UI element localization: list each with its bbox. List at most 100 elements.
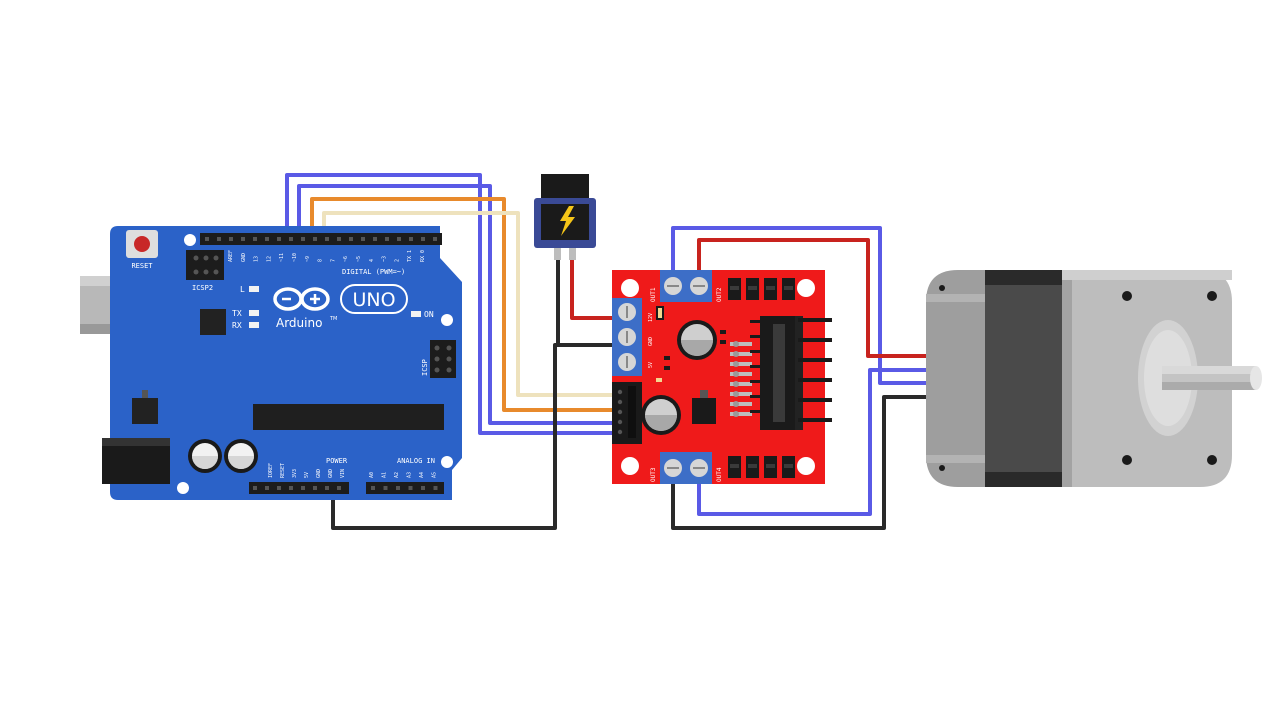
digital-pin-label: AREF: [228, 250, 234, 262]
out1-label: OUT1: [650, 287, 657, 302]
chip-leg: [750, 320, 762, 323]
l298n-motor-driver: OUT1 OUT2 OUT3 OUT4 12V GND 5V: [612, 270, 832, 484]
uno-badge: [340, 284, 408, 314]
icsp2-label: ICSP2: [192, 284, 213, 292]
analog-pin-label: A5: [432, 472, 438, 478]
chip-leg: [750, 365, 762, 368]
mounting-hole: [621, 457, 639, 475]
analog-pin-dot: [421, 486, 425, 490]
uno-label: UNO: [352, 289, 395, 311]
digital-pin-dot: [349, 237, 353, 241]
digital-pin-dot: [229, 237, 233, 241]
digital-pin-dot: [313, 237, 317, 241]
arduino-pcb: [110, 226, 462, 500]
resistor: [730, 362, 752, 366]
digital-label: DIGITAL (PWM=~): [342, 268, 405, 276]
power-pin-label: GND: [328, 469, 334, 478]
diodes-top: [728, 278, 795, 300]
digital-pin-label: ~9: [305, 256, 311, 262]
power-pin-label: 3V3: [292, 469, 298, 478]
chip-leg: [798, 418, 832, 422]
power-pin-label: 5V: [304, 472, 310, 478]
digital-pin-dot: [241, 237, 245, 241]
usb-chip: [200, 309, 226, 335]
out4-label: OUT4: [716, 467, 723, 482]
out2-label: OUT2: [716, 287, 723, 302]
digital-pin-dot: [253, 237, 257, 241]
terminal-out1-out2: [660, 270, 712, 302]
lightning-bolt-icon: [560, 206, 575, 236]
digital-header: [200, 233, 442, 245]
analog-pin-dot: [396, 486, 400, 490]
mounting-hole: [621, 279, 639, 297]
mounting-hole: [441, 456, 453, 468]
driver-regulator: [692, 390, 716, 424]
chip-legs: [750, 318, 832, 422]
driver-capacitor-1: [677, 320, 717, 360]
digital-pin-dot: [337, 237, 341, 241]
arduino-brand-label: Arduino: [276, 316, 322, 330]
digital-pin-label: GND: [241, 253, 247, 262]
digital-pin-label: 2: [394, 259, 400, 262]
power-pin-dot: [301, 486, 305, 490]
mounting-hole: [797, 279, 815, 297]
digital-pin-dot: [205, 237, 209, 241]
chip-leg: [750, 410, 762, 413]
power-pin-label: GND: [316, 469, 322, 478]
digital-pin-dot: [301, 237, 305, 241]
mounting-hole: [177, 482, 189, 494]
chip-leg: [750, 350, 762, 353]
chip-leg: [750, 395, 762, 398]
chip-leg: [798, 358, 832, 362]
chip-leg: [798, 378, 832, 382]
led-l-label: L: [240, 285, 245, 294]
analog-pin-dot: [371, 486, 375, 490]
digital-pin-dot: [325, 237, 329, 241]
motor-shaft: [1162, 366, 1262, 390]
digital-pin-dot: [217, 237, 221, 241]
resistor-row: [730, 341, 752, 417]
analog-label: ANALOG IN: [397, 457, 435, 465]
chip-leg: [798, 318, 832, 322]
terminal-power: [612, 298, 642, 376]
power-pin-dot: [289, 486, 293, 490]
digital-pin-label: 4: [369, 259, 375, 262]
v12-label: 12V: [648, 313, 654, 322]
chip-leg: [798, 398, 832, 402]
icsp-label: ICSP: [421, 359, 429, 376]
atmega-chip: [253, 404, 444, 430]
wire-pin11-in4: [285, 173, 614, 435]
digital-pin-label: RX 0: [420, 250, 426, 262]
analog-pin-dot: [433, 486, 438, 490]
wire-pin9-in2: [310, 197, 614, 412]
digital-pin-label: ~5: [356, 256, 362, 262]
power-pin-dots: [253, 486, 341, 490]
led-on-label: ON: [424, 310, 434, 319]
voltage-regulator: [132, 398, 158, 424]
chip-leg: [798, 338, 832, 342]
wire-out3-motor: [671, 395, 934, 530]
led-tx: [249, 310, 259, 316]
wire-out2-motor: [697, 238, 934, 358]
resistor: [730, 392, 752, 396]
wire-pin10-in3: [297, 184, 614, 425]
power-pin-dot: [253, 486, 257, 490]
v5-label: 5V: [648, 362, 654, 368]
digital-pin-dot: [265, 237, 269, 241]
digital-pin-label: ~11: [279, 253, 285, 262]
arduino-tm-label: TM: [329, 316, 337, 322]
digital-pin-dot: [433, 237, 437, 241]
resistor: [730, 342, 752, 346]
analog-pin-label: A3: [407, 472, 413, 478]
power-pin-dot: [265, 486, 269, 490]
power-pin-dot: [313, 486, 317, 490]
chip-leg: [750, 380, 762, 383]
capacitor-2: [224, 439, 258, 473]
wire-pin8-in1: [322, 211, 614, 397]
analog-pin-dot: [383, 486, 388, 490]
analog-pin-label: A4: [419, 472, 425, 478]
